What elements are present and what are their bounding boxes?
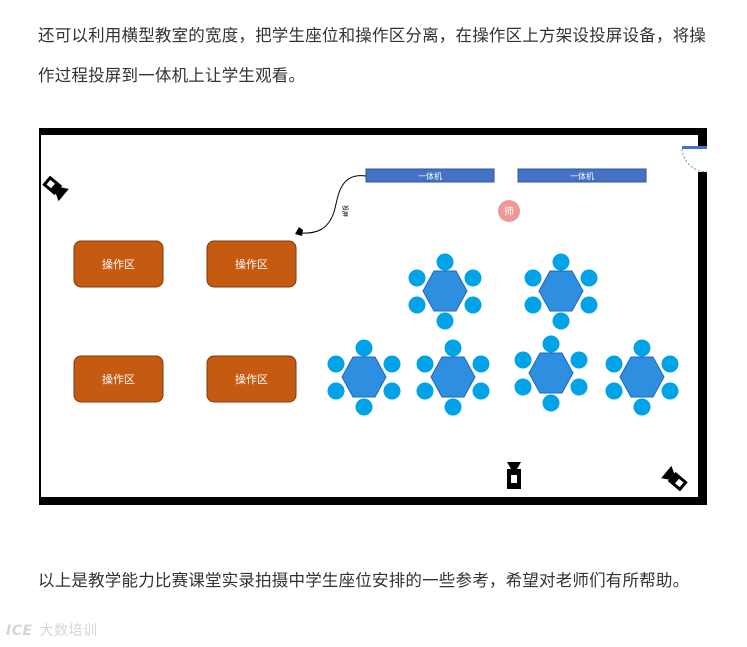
student-seat: [605, 355, 623, 373]
student-seat: [408, 269, 426, 287]
student-seat: [472, 355, 490, 373]
hexagon-table: [430, 356, 476, 398]
screen-right: 一体机: [517, 168, 647, 183]
work-area-4: 操作区: [206, 355, 297, 403]
hexagon-table: [341, 356, 387, 398]
student-seat: [436, 253, 454, 271]
work-area-2: 操作区: [206, 240, 297, 288]
watermark-logo: ICE: [6, 623, 33, 639]
wall-right-lower: [698, 172, 707, 505]
table-group: [408, 253, 482, 330]
student-seat: [327, 355, 345, 373]
camera-icon-top-left: [42, 175, 69, 202]
student-seat: [436, 312, 454, 330]
teacher-label: 师: [504, 205, 514, 218]
hexagon-table: [528, 352, 574, 394]
work-area-1: 操作区: [73, 240, 164, 288]
camera-icon-bottom-right: [661, 465, 688, 492]
screen-left-label: 一体机: [418, 171, 442, 181]
student-seat: [514, 351, 532, 369]
projection-cable: [299, 175, 367, 234]
student-seat: [327, 382, 345, 400]
watermark-text: 大数培训: [39, 623, 98, 639]
wall-top: [39, 128, 707, 135]
table-group: [514, 335, 588, 412]
student-seat: [524, 269, 542, 287]
student-seat: [408, 296, 426, 314]
student-seat: [661, 355, 679, 373]
work-area-label: 操作区: [235, 257, 268, 271]
student-seat: [552, 312, 570, 330]
student-seat: [570, 351, 588, 369]
student-seat: [542, 335, 560, 353]
student-seat: [355, 339, 373, 357]
student-seat: [542, 394, 560, 412]
wall-left: [39, 128, 41, 505]
cable-label: 投屏: [341, 205, 349, 217]
hexagon-table: [538, 270, 584, 312]
student-seat: [633, 339, 651, 357]
student-seat: [633, 398, 651, 416]
student-seat: [355, 398, 373, 416]
student-seat: [580, 296, 598, 314]
door-icon: [681, 146, 708, 173]
student-seat: [444, 339, 462, 357]
work-area-3: 操作区: [73, 355, 164, 403]
student-table-groups: [327, 253, 679, 416]
hexagon-table: [422, 270, 468, 312]
student-seat: [383, 382, 401, 400]
teacher-marker: 师: [498, 200, 520, 222]
student-seat: [464, 296, 482, 314]
student-seat: [416, 382, 434, 400]
camera-icon-bottom: [507, 462, 521, 489]
student-seat: [524, 296, 542, 314]
student-seat: [472, 382, 490, 400]
student-seat: [552, 253, 570, 271]
table-group: [416, 339, 490, 416]
paragraph-conclusion: 以上是教学能力比赛课堂实录拍摄中学生座位安排的一些参考，希望对老师们有所帮助。: [38, 571, 690, 590]
hexagon-table: [619, 356, 665, 398]
student-seat: [605, 382, 623, 400]
student-seat: [464, 269, 482, 287]
wall-bottom: [39, 497, 707, 505]
table-group: [327, 339, 401, 416]
wall-right-upper: [698, 128, 707, 146]
table-group: [524, 253, 598, 330]
work-area-label: 操作区: [235, 372, 268, 386]
student-seat: [383, 355, 401, 373]
work-area-label: 操作区: [102, 257, 135, 271]
student-seat: [580, 269, 598, 287]
student-seat: [444, 398, 462, 416]
work-area-label: 操作区: [102, 372, 135, 386]
paragraph-intro: 还可以利用横型教室的宽度，把学生座位和操作区分离，在操作区上方架设投屏设备，将操…: [38, 26, 706, 85]
watermark: ICE 大数培训: [6, 620, 98, 640]
screen-right-label: 一体机: [570, 171, 594, 181]
projector-icon: [295, 227, 303, 236]
student-seat: [661, 382, 679, 400]
student-seat: [514, 378, 532, 396]
screen-left: 一体机: [365, 168, 495, 183]
student-seat: [570, 378, 588, 396]
student-seat: [416, 355, 434, 373]
table-group: [605, 339, 679, 416]
